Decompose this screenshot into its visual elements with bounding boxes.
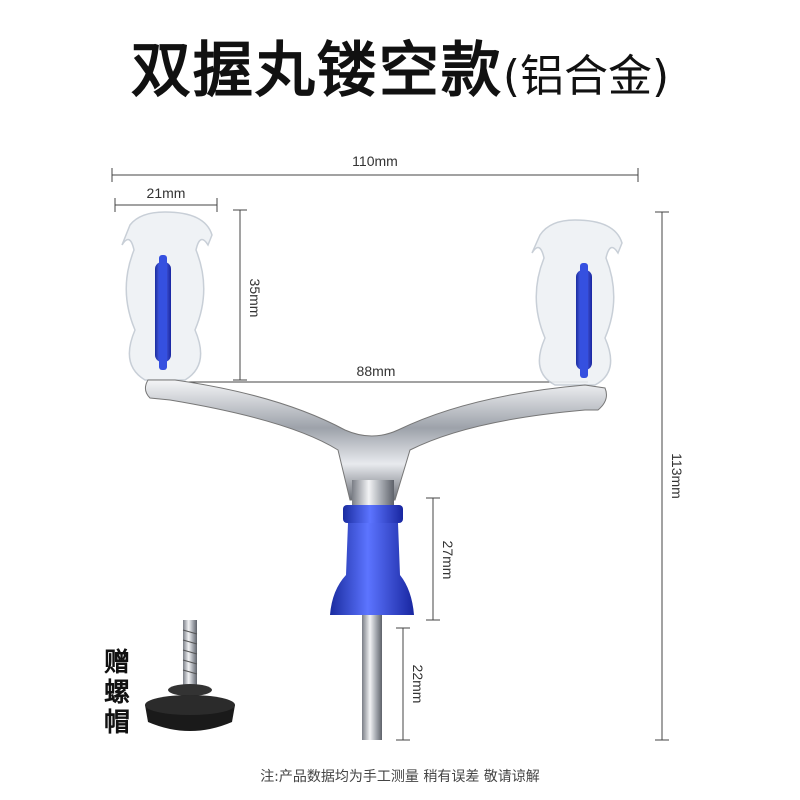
title-main: 双握丸镂空款: [130, 36, 503, 106]
dimension-110mm: [111, 168, 639, 182]
label-110mm: 110mm: [352, 153, 398, 169]
right-knob: [531, 219, 623, 386]
screw-cap: [145, 620, 235, 731]
label-35mm: 35mm: [247, 279, 263, 318]
neck: [352, 480, 394, 508]
handle-arm: [144, 379, 607, 501]
blue-base: [330, 505, 414, 615]
left-knob: [121, 211, 213, 381]
dimension-27mm: [426, 497, 440, 621]
label-27mm: 27mm: [440, 541, 456, 580]
label-88mm: 88mm: [357, 363, 396, 379]
dimension-22mm: [396, 627, 410, 741]
measurement-note: 注:产品数据均为手工测量 稍有误差 敬请谅解: [260, 769, 540, 785]
title-sub: (铝合金): [502, 51, 670, 102]
label-22mm: 22mm: [410, 665, 426, 704]
label-21mm: 21mm: [147, 185, 186, 201]
dimension-113mm: [655, 211, 669, 741]
dimension-21mm: [114, 198, 218, 212]
label-113mm: 113mm: [669, 453, 685, 499]
dimension-35mm: [233, 209, 247, 381]
page-title: 双握丸镂空款(铝合金): [0, 22, 800, 109]
gift-label: 赠螺帽: [104, 648, 131, 738]
hex-shaft: [362, 615, 382, 740]
